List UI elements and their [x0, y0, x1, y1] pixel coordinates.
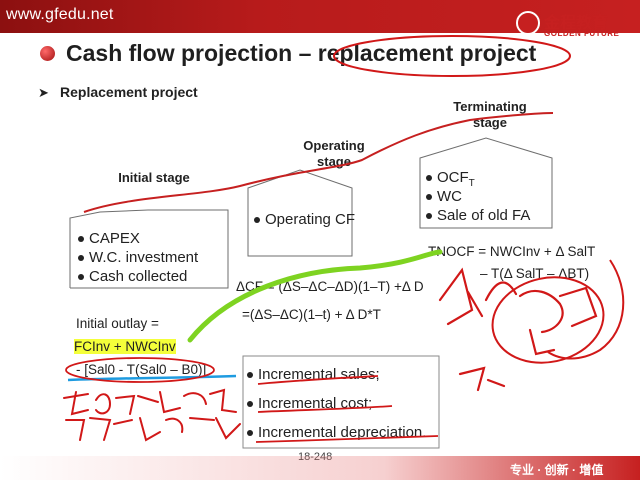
- bullet-dot-icon: [247, 401, 253, 408]
- footer-bar: [0, 456, 640, 480]
- bullet-dot-icon: [426, 175, 432, 182]
- bullet-dot-icon: [426, 213, 432, 220]
- terminating-item-wc: WC: [426, 188, 462, 205]
- arrow-bullet-icon: ➤: [38, 85, 49, 100]
- operating-stage-shape: [247, 169, 353, 257]
- handwriting-circle-right: [491, 276, 605, 364]
- cost-underline-annotation: [257, 405, 393, 413]
- bullet-dot-icon: [247, 372, 253, 379]
- initial-item-capex: CAPEX: [78, 230, 140, 247]
- initial-stage-label: Initial stage: [118, 170, 190, 185]
- dep-underline-annotation: [255, 435, 439, 443]
- bullet-dot-icon: [254, 217, 260, 224]
- site-url[interactable]: www.gfedu.net: [6, 6, 114, 23]
- initial-outlay-line2: FCInv + NWCInv: [74, 339, 176, 354]
- initial-item-wc-investment: W.C. investment: [78, 249, 198, 266]
- staircase-red-line: [83, 112, 554, 213]
- footer-slogan: 专业 · 创新 · 增值: [510, 463, 604, 477]
- bullet-dot-icon: [426, 194, 432, 201]
- section-subtitle: Replacement project: [60, 84, 198, 100]
- incremental-sales-item: Incremental sales;: [247, 366, 380, 383]
- slide-title: Cash flow projection – replacement proje…: [66, 40, 537, 66]
- bullet-dot-icon: [78, 255, 84, 262]
- initial-stage-shape: [69, 209, 229, 289]
- incremental-depreciation-item: Incremental depreciation.: [247, 424, 426, 441]
- operating-item-operating-cf: Operating CF: [254, 211, 355, 228]
- terminating-stage-shape: [419, 137, 553, 229]
- bullet-dot-icon: [78, 236, 84, 243]
- title-bullet-icon: [40, 46, 55, 61]
- brand-logo: 金程教育 GOLDEN FUTURE: [516, 9, 634, 47]
- outlay-circle-annotation: [65, 357, 215, 383]
- terminating-item-ocf: OCFT: [426, 169, 475, 189]
- terminating-item-sale-old-fa: Sale of old FA: [426, 207, 530, 224]
- logo-chinese-name: 金程教育: [544, 15, 609, 32]
- initial-item-cash-collected: Cash collected: [78, 268, 187, 285]
- title-circle-annotation: [333, 35, 571, 77]
- sales-underline-annotation: [257, 375, 379, 385]
- green-highlight-curve: [187, 249, 443, 343]
- initial-outlay-label: Initial outlay =: [76, 316, 159, 331]
- bullet-dot-icon: [78, 274, 84, 281]
- logo-english-name: GOLDEN FUTURE: [544, 29, 620, 38]
- handwriting-scribble-left: [63, 388, 241, 442]
- handwriting-scribble-right: [438, 267, 598, 392]
- tnocf-formula-line1: TNOCF = NWCInv + Δ SalT: [428, 244, 596, 259]
- incremental-items-shape: [242, 355, 440, 449]
- initial-outlay-line3: - [Sal0 - T(Sal0 – B0)]: [76, 362, 207, 377]
- blue-underline-annotation: [67, 374, 237, 382]
- delta-cf-formula-line2: =(ΔS–ΔC)(1–t) + Δ D*T: [242, 307, 381, 322]
- bullet-dot-icon: [247, 430, 253, 437]
- logo-emblem-icon: [516, 11, 540, 35]
- handwriting-loop-right: [547, 259, 625, 360]
